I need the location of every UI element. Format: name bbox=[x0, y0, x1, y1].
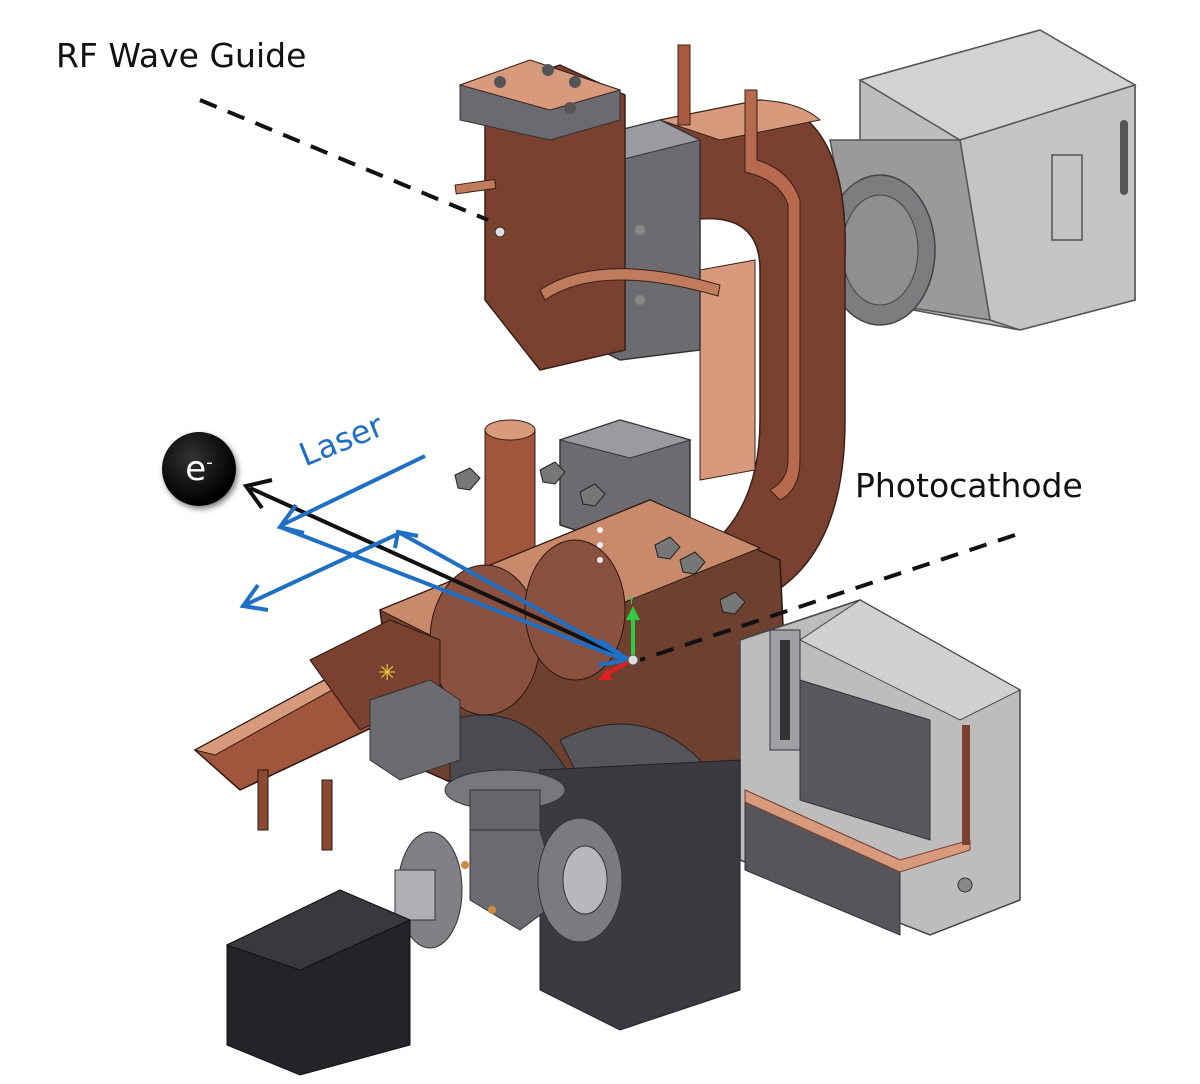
axis-y-label: Y bbox=[627, 594, 635, 607]
flange-bolts bbox=[454, 461, 746, 615]
photocathode-leader-line bbox=[639, 533, 1016, 662]
copper-c-waveguide bbox=[658, 44, 846, 601]
rf-wave-guide-block bbox=[454, 59, 721, 371]
left-copper-trough: ✳ bbox=[193, 619, 461, 851]
electron-charge: - bbox=[206, 451, 213, 473]
electron-beam-arrow bbox=[242, 478, 631, 662]
photocathode-label: Photocathode bbox=[855, 466, 1083, 505]
lower-grey-housing bbox=[739, 599, 1022, 936]
svg-text:✳: ✳ bbox=[378, 661, 396, 686]
upper-grey-housing bbox=[824, 29, 1137, 331]
electron-badge: e- bbox=[162, 432, 236, 506]
electron-symbol: e bbox=[185, 449, 207, 489]
copper-vertical-tube bbox=[484, 429, 536, 571]
copper-tube-top bbox=[484, 419, 536, 441]
black-box bbox=[225, 889, 412, 1076]
rf-wave-guide-label: RF Wave Guide bbox=[56, 36, 307, 75]
rf-leader-line bbox=[199, 98, 489, 222]
laser-beam-arrows bbox=[239, 454, 634, 667]
vacuum-cross bbox=[394, 759, 741, 1031]
axis-triad: Y bbox=[598, 594, 640, 680]
